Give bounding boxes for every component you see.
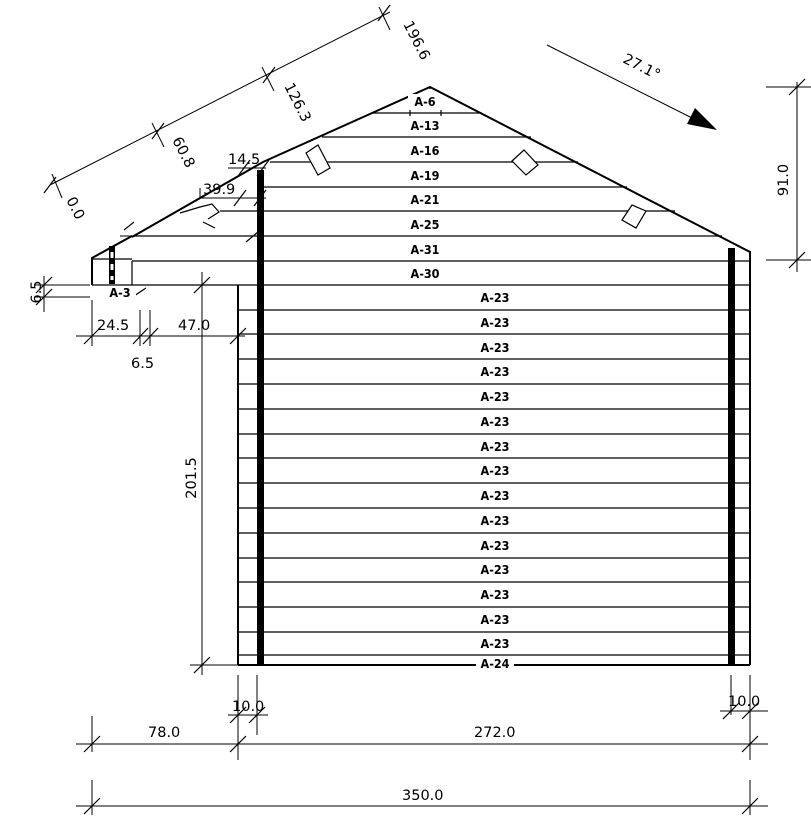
dim-350-0-text: 350.0 [402, 788, 444, 804]
dim-350: 350.0 [76, 780, 768, 815]
gable-height-dimension: 91.0 [766, 78, 811, 272]
piece-labels: A-6 A-13 A-16 A-19 A-21 A-25 A-31 A-30 A… [104, 94, 514, 671]
label-a23-11: A-23 [480, 538, 509, 553]
dim-6-5-h-text: 6.5 [131, 356, 154, 372]
label-a23-5: A-23 [480, 389, 509, 404]
label-a23-1: A-23 [480, 290, 509, 305]
roof-slope-dimension: 0.0 60.8 126.3 196.6 [43, 4, 433, 223]
dim-272-0-text: 272.0 [474, 725, 516, 741]
dim-126-3: 126.3 [280, 81, 313, 125]
dim-78-0-text: 78.0 [148, 725, 180, 741]
dim-10-left: 10.0 [228, 675, 268, 760]
label-a23-13: A-23 [480, 587, 509, 602]
label-a23-8: A-23 [480, 463, 509, 478]
dim-24-5-text: 24.5 [97, 318, 129, 334]
dim-78-272: 78.0 272.0 [76, 716, 768, 753]
roof-angle-arrow: 27.1° [546, 44, 717, 130]
label-a21: A-21 [410, 192, 439, 207]
dim-10-right-text: 10.0 [728, 694, 760, 710]
label-a23-9: A-23 [480, 488, 509, 503]
wall-course-lines [238, 309, 750, 656]
dim-60-8: 60.8 [168, 135, 197, 171]
dim-0-0: 0.0 [62, 195, 87, 223]
label-a31: A-31 [410, 242, 439, 257]
label-a23-3: A-23 [480, 340, 509, 355]
left-canopy [91, 203, 238, 297]
label-a16: A-16 [410, 143, 439, 158]
ridge-ties [409, 110, 442, 116]
label-a23-6: A-23 [480, 414, 509, 429]
dim-14-5: 14.5 [228, 152, 270, 177]
label-a19: A-19 [410, 168, 439, 183]
label-a23-10: A-23 [480, 513, 509, 528]
dim-91-0: 91.0 [776, 164, 792, 196]
label-a25: A-25 [410, 217, 439, 232]
purlin-sockets [305, 144, 647, 229]
gable-outline [131, 85, 751, 258]
left-post [257, 170, 264, 665]
dim-196-6: 196.6 [399, 19, 432, 63]
dim-canopy-horizontal: 24.5 47.0 6.5 [76, 300, 247, 372]
label-a23-4: A-23 [480, 364, 509, 379]
dim-47-0-text: 47.0 [178, 318, 210, 334]
dim-201-5-text: 201.5 [184, 457, 200, 499]
dim-10-left-text: 10.0 [232, 699, 264, 715]
dim-6-5-vertical: 6.5 [29, 276, 90, 312]
angle-label: 27.1° [620, 51, 663, 83]
label-a3: A-3 [109, 285, 130, 300]
label-a13: A-13 [410, 118, 439, 133]
label-a24: A-24 [480, 656, 509, 671]
label-a23-7: A-23 [480, 439, 509, 454]
dim-6-5-v-text: 6.5 [29, 280, 45, 303]
label-a6: A-6 [414, 94, 435, 109]
label-a23-14: A-23 [480, 612, 509, 627]
label-a23-15: A-23 [480, 636, 509, 651]
dim-14-5-text: 14.5 [228, 152, 260, 168]
dim-eave-horizontal [120, 221, 262, 243]
label-a23-12: A-23 [480, 562, 509, 577]
dim-39-9-text: 39.9 [203, 182, 235, 198]
dim-10-right: 10.0 [720, 675, 768, 760]
right-post [728, 248, 735, 665]
label-a30: A-30 [410, 266, 439, 281]
label-a23-2: A-23 [480, 315, 509, 330]
dim-39-9: 39.9 [199, 182, 267, 207]
dim-201-5: 201.5 [184, 272, 238, 675]
